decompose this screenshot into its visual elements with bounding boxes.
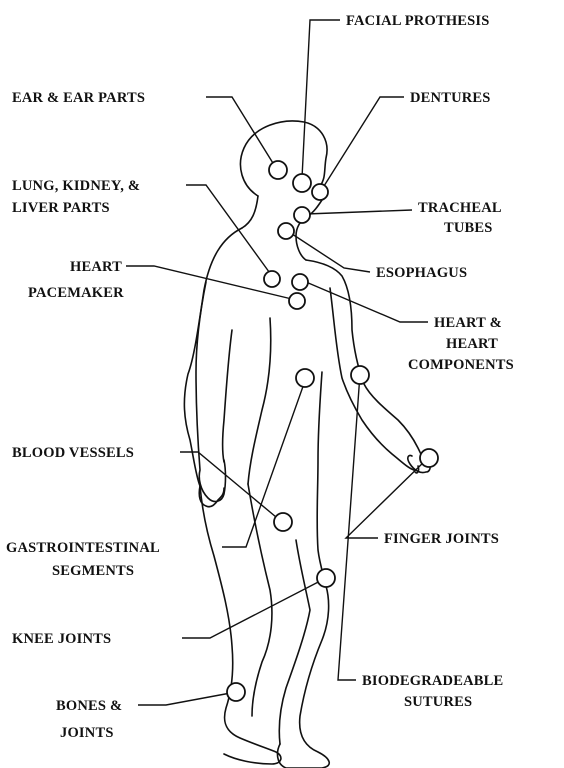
marker-face [293,174,311,192]
front-leg-inner [279,540,310,744]
back-arm-inner [223,330,233,462]
inner-torso-line [248,318,271,484]
label-lung-line2: LIVER PARTS [12,200,110,216]
front-leg-outline [278,586,330,768]
marker-lung [264,271,280,287]
label-sutures-line1: BIODEGRADEABLE [362,673,503,689]
back-hand-fingers [199,486,224,507]
label-finger-joints: FINGER JOINTS [384,531,499,547]
back-leg-outline [200,486,281,764]
marker-pacemaker [289,293,305,309]
label-knee-joints: KNEE JOINTS [12,631,111,647]
leader-tracheal [306,210,412,214]
label-facial-prothesis: FACIAL PROTHESIS [346,13,490,29]
label-esophagus: ESOPHAGUS [376,265,467,281]
label-blood-vessels: BLOOD VESSELS [12,445,134,461]
label-gi-line1: GASTROINTESTINAL [6,540,160,556]
marker-ear [269,161,287,179]
label-ear-parts: EAR & EAR PARTS [12,90,145,106]
labels: FACIAL PROTHESIS EAR & EAR PARTS DENTURE… [6,13,514,741]
label-dentures: DENTURES [410,90,491,106]
label-pacemaker-line1: HEART [70,259,122,275]
leader-bones [138,692,236,705]
label-tracheal-line1: TRACHEAL [418,200,502,216]
belly-outline [317,372,326,586]
leader-finger-joints [346,458,428,538]
neck-outline [242,196,258,228]
front-arm-inner [330,288,414,470]
leader-lung [186,185,272,276]
label-pacemaker-line2: PACEMAKER [28,285,124,301]
label-lung-line1: LUNG, KIDNEY, & [12,178,140,194]
back-leg-inner [248,484,272,716]
leader-facial-prothesis [302,20,340,178]
label-bones-line2: JOINTS [60,725,114,741]
label-heart-comp-line3: COMPONENTS [408,357,514,373]
marker-knee [317,569,335,587]
label-sutures-line2: SUTURES [404,694,472,710]
marker-trachea [294,207,310,223]
leader-dentures [324,97,404,186]
label-heart-comp-line2: HEART [446,336,498,352]
marker-ankle [227,683,245,701]
label-gi-line2: SEGMENTS [52,563,134,579]
leader-heart-components [306,282,428,322]
marker-esophagus [278,223,294,239]
back-arm-outline [196,282,226,501]
marker-arm [351,366,369,384]
marker-blood-vessel [274,513,292,531]
label-heart-comp-line1: HEART & [434,315,502,331]
marker-abdomen [296,369,314,387]
back-outline [184,228,242,486]
marker-dentures [312,184,328,200]
label-tracheal-line2: TUBES [444,220,493,236]
marker-heart [292,274,308,290]
marker-finger [420,449,438,467]
implant-markers [227,161,438,701]
label-bones-line1: BONES & [56,698,122,714]
